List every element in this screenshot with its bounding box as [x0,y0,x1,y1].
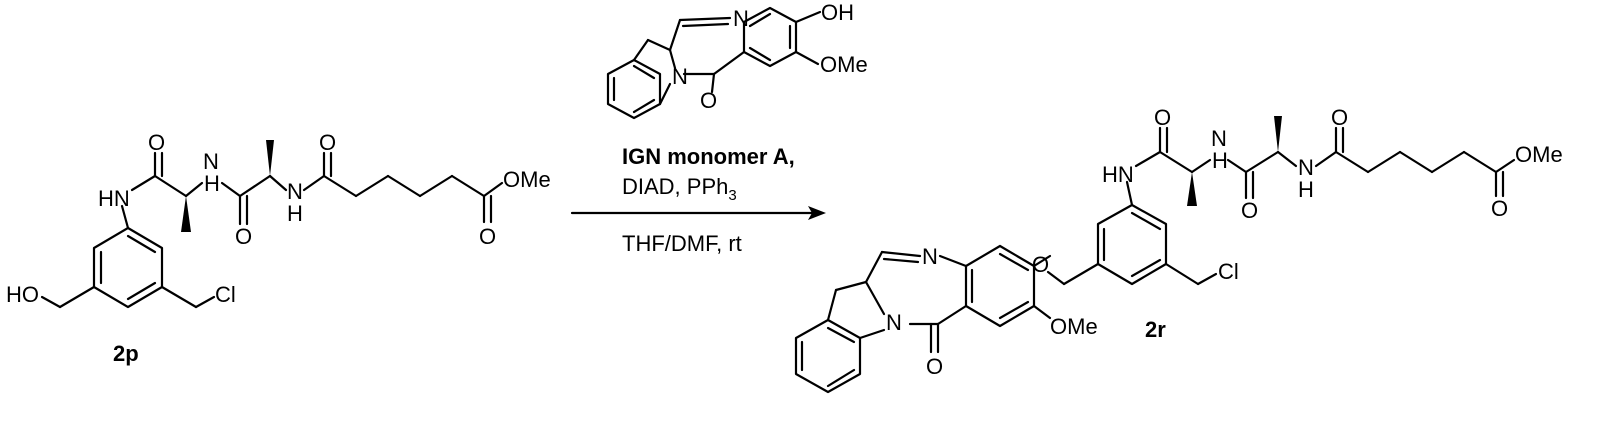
2r-ester-methoxy: OMe [1515,142,1563,167]
2p-aniline-nh: HN [98,186,130,211]
2r-amide-hydrogen-2: H [1298,177,1314,202]
2r-aniline-nh: HN [1102,162,1134,187]
reagent-hydroxyl: OH [821,0,854,25]
2p-amide-hydrogen-1: H [204,171,220,196]
2r-chloromethyl-label: Cl [1218,259,1239,284]
reagent-carbonyl-oxygen: O [700,88,717,113]
2r-amide3-oxygen: O [1331,105,1348,130]
2r-carbonyl-oxygen: O [926,354,943,379]
reagent-conditions-top: DIAD, PPh3 [622,174,737,204]
2p-hydroxymethyl-label: HO [6,282,39,307]
compound-2r-label: 2r [1145,317,1166,342]
2p-amide3-oxygen: O [319,130,336,155]
reagent-conditions-top-subscript: 3 [728,187,736,204]
reagent-conditions-top-main: DIAD, PPh [622,174,728,199]
2p-chloromethyl-label: Cl [215,282,236,307]
2p-ester-methoxy: OMe [503,167,551,192]
2r-ring-nitrogen: N [886,310,902,335]
compound-2r-structure [796,116,1514,392]
2p-amide2-oxygen: O [235,224,252,249]
2p-ester-carbonyl-oxygen: O [479,224,496,249]
2r-ester-carbonyl-oxygen: O [1491,196,1508,221]
2r-amide-hydrogen-1: H [1212,148,1228,173]
compound-2p-structure [42,140,502,307]
reagent-methoxy: OMe [820,52,868,77]
2p-amide-hydrogen-2: H [287,201,303,226]
2r-ether-oxygen: O [1032,252,1049,277]
2r-amide2-oxygen: O [1241,198,1258,223]
reagent-name: IGN monomer A, [622,144,795,169]
2r-imine-nitrogen: N [922,244,938,269]
reagent-ring-nitrogen: N [672,64,688,89]
2r-amide1-oxygen: O [1154,105,1171,130]
reagent-imine-nitrogen: N [733,6,749,31]
2r-ring-methoxy: OMe [1050,314,1098,339]
compound-2p-label: 2p [113,341,139,366]
reagent-conditions-bottom: THF/DMF, rt [622,231,742,256]
2p-amide1-oxygen: O [148,130,165,155]
